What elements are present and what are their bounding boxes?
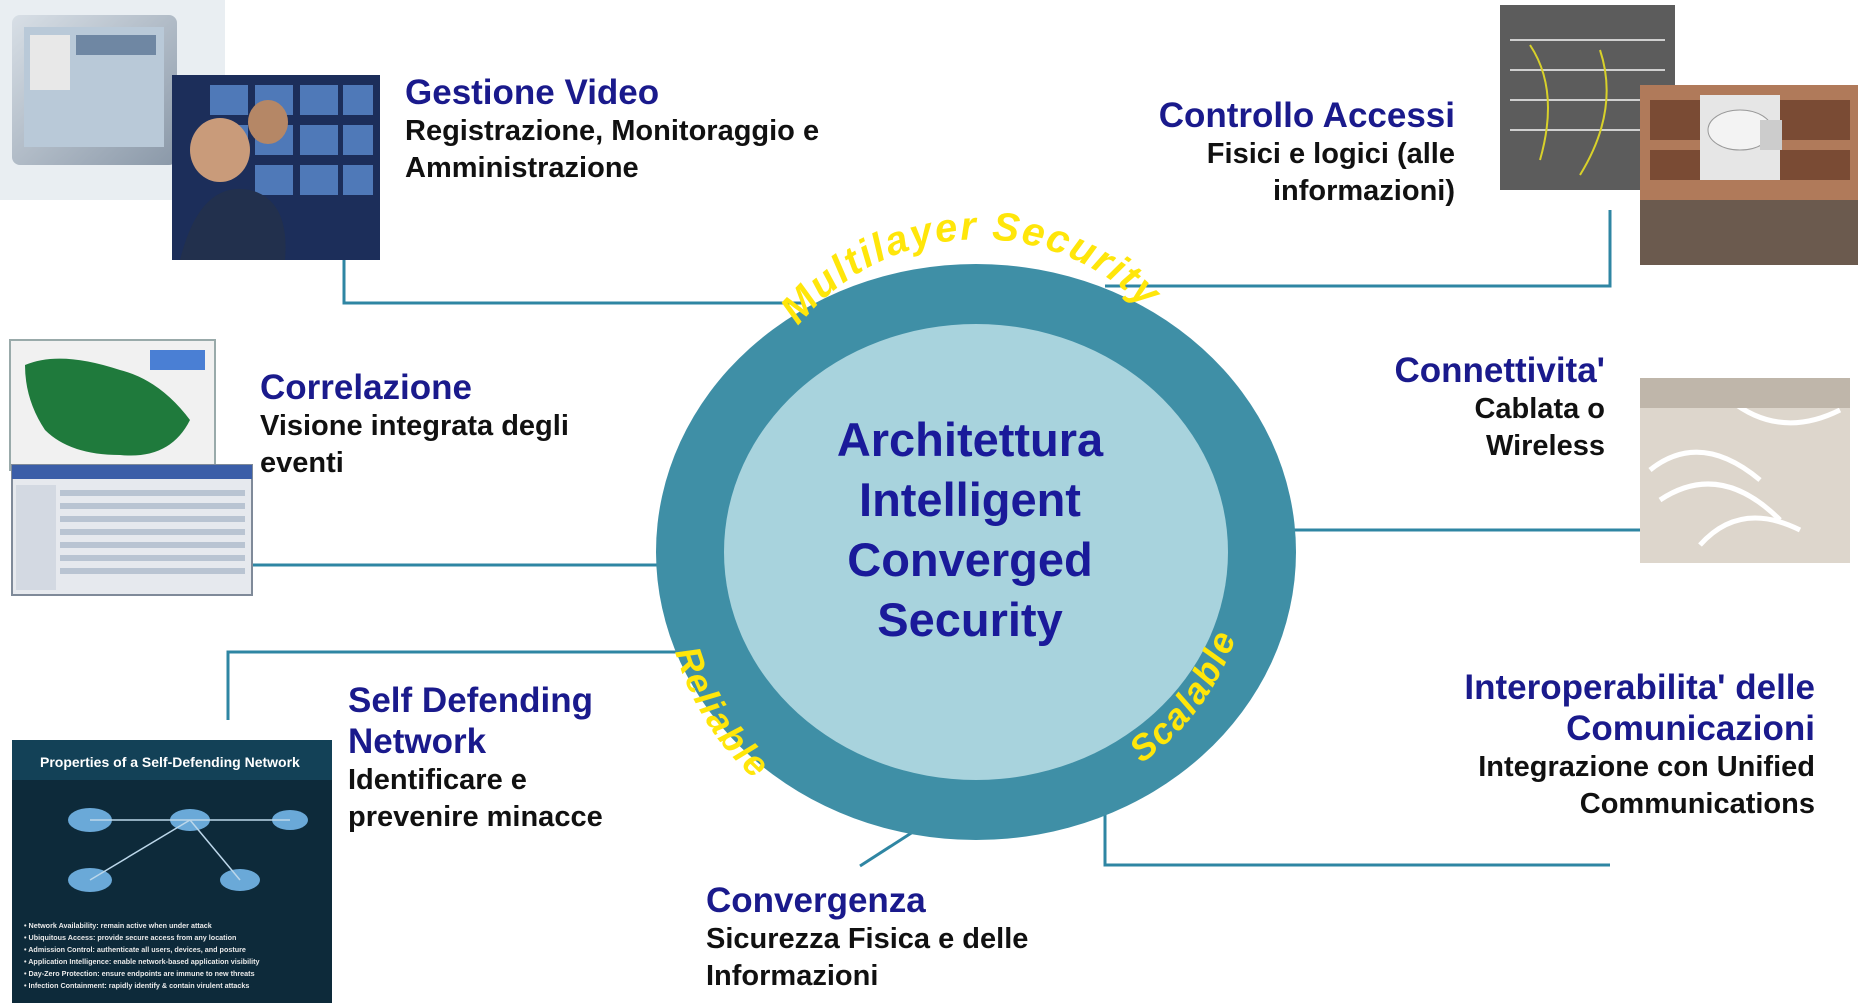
node-desc-line-2: Communications: [1579, 788, 1815, 820]
hub-inner-disc: [724, 324, 1228, 780]
slide-bullet: • Ubiquitous Access: provide secure acce…: [24, 933, 236, 942]
node-title: Controllo Accessi: [1158, 96, 1455, 135]
node-title: Correlazione: [260, 368, 472, 407]
node-desc-line-1: Visione integrata degli: [260, 410, 569, 442]
node-title: Connettivita': [1394, 351, 1605, 390]
node-desc-line-2: Wireless: [1485, 430, 1605, 462]
node-desc-line-2: eventi: [260, 447, 344, 479]
connector-lines: [226, 210, 1640, 868]
node-title-line-1: Self Defending: [348, 681, 594, 720]
node-self-defending-network: Self Defending Network Identificare e pr…: [348, 680, 603, 836]
connector-gestione-video: [342, 255, 802, 305]
node-desc-line-2: prevenire minacce: [348, 801, 603, 833]
node-desc-line-1: Identificare e: [348, 764, 527, 796]
node-desc-line-1: Cablata o: [1474, 393, 1605, 425]
node-title-line-1: Interoperabilita' delle: [1464, 668, 1815, 707]
slide-bullet: • Network Availability: remain active wh…: [24, 921, 212, 930]
node-desc-line-1: Fisici e logici (alle: [1206, 138, 1455, 170]
node-title: Convergenza: [706, 881, 926, 920]
video-surveillance-image: [0, 0, 380, 260]
cables-image: [1640, 378, 1850, 563]
slide-bullet: • Day-Zero Protection: ensure endpoints …: [24, 969, 255, 978]
slide-bullet: • Admission Control: authenticate all us…: [24, 945, 246, 954]
node-title: Gestione Video: [405, 73, 660, 112]
node-convergenza: Convergenza Sicurezza Fisica e delle Inf…: [706, 880, 1028, 995]
connector-self-defending: [226, 650, 682, 720]
node-desc-line-1: Sicurezza Fisica e delle: [706, 923, 1029, 955]
hub-title-line-2: Intelligent: [859, 473, 1081, 526]
node-correlazione: Correlazione Visione integrata degli eve…: [260, 367, 569, 482]
node-interoperabilita: Interoperabilita' delle Comunicazioni In…: [1330, 667, 1815, 823]
node-controllo-accessi: Controllo Accessi Fisici e logici (alle …: [1000, 95, 1455, 210]
connector-controllo-accessi: [1105, 210, 1612, 288]
slide-bullet: • Infection Containment: rapidly identif…: [24, 981, 249, 990]
node-title-line-2: Network: [348, 722, 487, 761]
correlation-image: [9, 339, 253, 596]
node-title-line-2: Comunicazioni: [1566, 709, 1815, 748]
node-connettivita: Connettivita' Cablata o Wireless: [1250, 350, 1605, 465]
hub-title-line-4: Security: [877, 593, 1063, 646]
connector-convergenza: [859, 828, 917, 868]
hub-title: Architettura Intelligent Converged Secur…: [780, 410, 1160, 650]
connector-interoperabilita: [1103, 805, 1610, 867]
slide-bullet: • Application Intelligence: enable netwo…: [24, 957, 260, 966]
node-desc-line-2: Informazioni: [706, 960, 879, 992]
node-desc-line-2: Amministrazione: [405, 152, 639, 184]
node-desc-line-1: Integrazione con Unified: [1478, 751, 1815, 783]
node-desc-line-2: informazioni): [1272, 175, 1455, 207]
access-control-image: [1500, 5, 1858, 265]
svg-text:Properties of a Self-Defending: Properties of a Self-Defending Network: [40, 754, 300, 770]
hub-title-line-3: Converged: [847, 533, 1093, 586]
hub-title-line-1: Architettura: [836, 413, 1104, 466]
node-desc-line-1: Registrazione, Monitoraggio e: [405, 115, 820, 147]
self-defending-slide-image: Properties of a Self-Defending Network •…: [12, 740, 332, 1003]
node-gestione-video: Gestione Video Registrazione, Monitoragg…: [405, 72, 819, 187]
